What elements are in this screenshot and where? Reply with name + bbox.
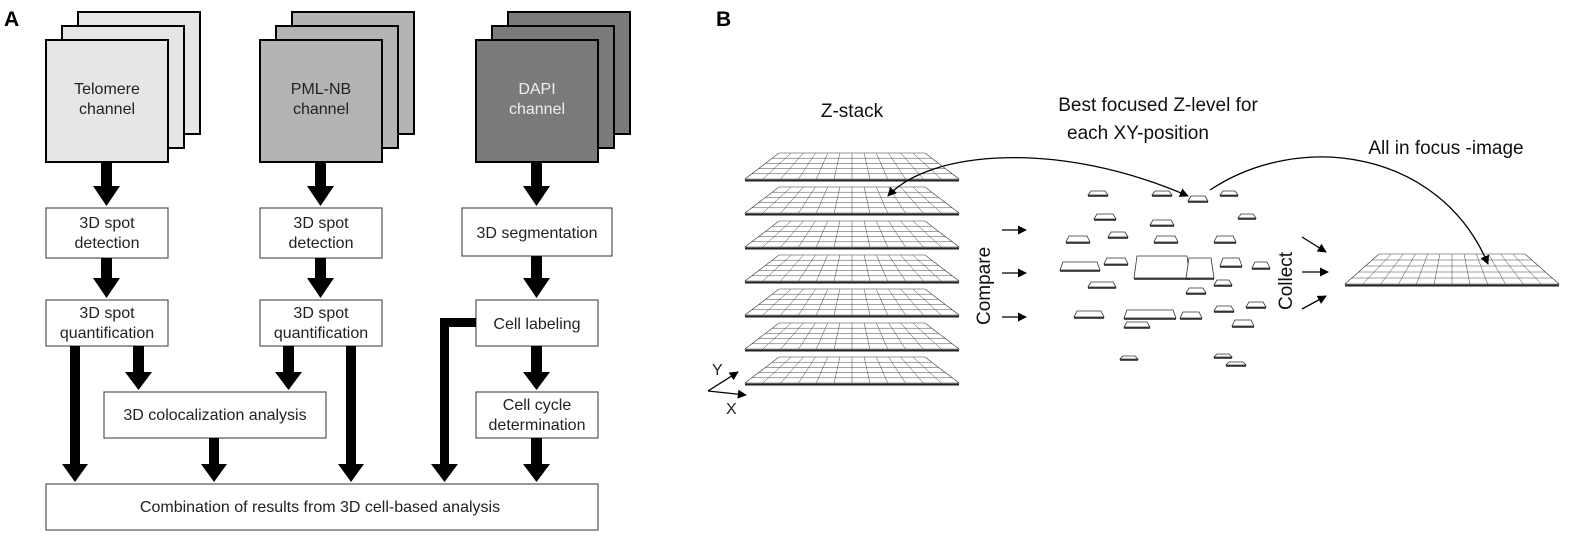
z-stack-planes — [744, 152, 960, 386]
xy-axes-icon: Y X — [707, 362, 747, 418]
dapi-channel-label-2: channel — [509, 101, 565, 118]
focused-tile — [1123, 321, 1151, 328]
focused-tile — [1231, 319, 1255, 327]
z-plane-5 — [744, 288, 960, 318]
final-plane — [1344, 253, 1560, 287]
focused-tile — [1153, 235, 1179, 243]
pml-nb-channel-label-1: PML-NB — [291, 81, 351, 98]
z-plane-1 — [744, 152, 960, 182]
segmentation-box: 3D segmentation — [461, 207, 613, 257]
cell-labeling-arrow — [523, 346, 550, 390]
cell-labeling-line-1: Cell labeling — [493, 316, 580, 333]
detection-box-1: 3D spot detection — [45, 207, 169, 259]
quantification-box-2: 3D spot quantification — [259, 299, 383, 347]
quantification-box-1: 3D spot quantification — [45, 299, 169, 347]
combination-line-1: Combination of results from 3D cell-base… — [140, 499, 500, 516]
focused-tile — [1213, 305, 1235, 312]
best-focused-label-1: Best focused Z-level for — [1058, 95, 1258, 116]
quantification-2-line-2: quantification — [274, 325, 368, 342]
collect-label: Collect — [1276, 251, 1297, 310]
focused-tile — [1133, 255, 1191, 279]
z-plane-2 — [744, 186, 960, 216]
combination-arrows — [62, 318, 550, 482]
axis-x-label: X — [726, 401, 737, 418]
focused-tile — [1219, 257, 1243, 267]
panel-a-label: A — [4, 8, 19, 31]
detection-1-line-1: 3D spot — [79, 215, 135, 232]
combination-box: Combination of results from 3D cell-base… — [45, 483, 599, 531]
focused-tile — [1185, 287, 1207, 294]
focused-tile — [1251, 261, 1271, 269]
panel-b-label: B — [716, 8, 731, 31]
focused-tile — [1073, 310, 1105, 318]
panel-b: B Z-stack Best focused Z-level for each … — [707, 8, 1560, 418]
focused-tile — [1219, 190, 1239, 196]
focused-tile — [1059, 261, 1101, 271]
dapi-channel-label-1: DAPI — [518, 81, 555, 98]
detection-2-line-1: 3D spot — [293, 215, 349, 232]
z-plane-7 — [744, 356, 960, 386]
focused-tile — [1213, 235, 1237, 243]
pml-nb-channel-label-2: channel — [293, 101, 349, 118]
best-focused-label-2: each XY-position — [1067, 123, 1209, 144]
telomere-channel-label-1: Telomere — [74, 81, 140, 98]
dapi-channel-stack: DAPI channel — [475, 11, 631, 163]
curved-arrows — [887, 156, 1490, 265]
z-stack-label: Z-stack — [821, 101, 884, 122]
focused-tile — [1065, 235, 1091, 243]
cell-cycle-line-2: determination — [489, 417, 586, 434]
quantification-2-line-1: 3D spot — [293, 305, 349, 322]
focused-tile — [1237, 213, 1257, 219]
detection-2-line-2: detection — [289, 235, 354, 252]
all-in-focus-plane — [1344, 253, 1560, 287]
focused-tile — [1119, 355, 1139, 360]
z-plane-4 — [744, 254, 960, 284]
detection-1-line-2: detection — [75, 235, 140, 252]
detection-box-2: 3D spot detection — [259, 207, 383, 259]
focused-tile — [1245, 301, 1267, 308]
row1-arrows — [93, 256, 550, 298]
colocalization-box: 3D colocalization analysis — [103, 391, 327, 439]
focused-tile — [1225, 361, 1247, 366]
segmentation-line-1: 3D segmentation — [477, 225, 598, 242]
focused-tile — [1213, 353, 1233, 358]
quantification-1-line-1: 3D spot — [79, 305, 135, 322]
cell-labeling-box: Cell labeling — [475, 299, 599, 347]
colocalization-arrows — [125, 346, 302, 390]
compare-arrows — [1002, 225, 1027, 322]
telomere-channel-stack: Telomere channel — [45, 11, 201, 163]
collect-arrows — [1301, 236, 1329, 310]
focused-tile — [1213, 279, 1233, 286]
panel-a: A Telomere channel PML-NB channel DAPI c… — [4, 8, 631, 531]
cell-cycle-box: Cell cycle determination — [475, 391, 599, 439]
focused-tile — [1151, 190, 1173, 196]
pml-nb-channel-stack: PML-NB channel — [259, 11, 415, 163]
focused-tile — [1107, 231, 1129, 238]
channel-arrows — [93, 162, 550, 206]
z-plane-3 — [744, 220, 960, 250]
all-in-focus-label: All in focus -image — [1368, 138, 1523, 159]
focused-tile — [1093, 213, 1117, 220]
focused-tile — [1087, 281, 1117, 288]
telomere-channel-label-2: channel — [79, 101, 135, 118]
focused-tile — [1179, 311, 1203, 319]
compare-label: Compare — [974, 247, 995, 325]
colocalization-line-1: 3D colocalization analysis — [123, 407, 306, 424]
focused-tile — [1103, 257, 1129, 265]
focused-tiles — [1059, 190, 1271, 367]
focused-tile — [1185, 257, 1215, 279]
focused-tile — [1123, 309, 1177, 319]
quantification-1-line-2: quantification — [60, 325, 154, 342]
axis-y-label: Y — [712, 362, 723, 379]
z-plane-6 — [744, 322, 960, 352]
focused-tile — [1149, 219, 1175, 226]
cell-cycle-line-1: Cell cycle — [503, 397, 572, 414]
focused-tile — [1087, 190, 1109, 196]
focused-tile — [1187, 195, 1209, 202]
